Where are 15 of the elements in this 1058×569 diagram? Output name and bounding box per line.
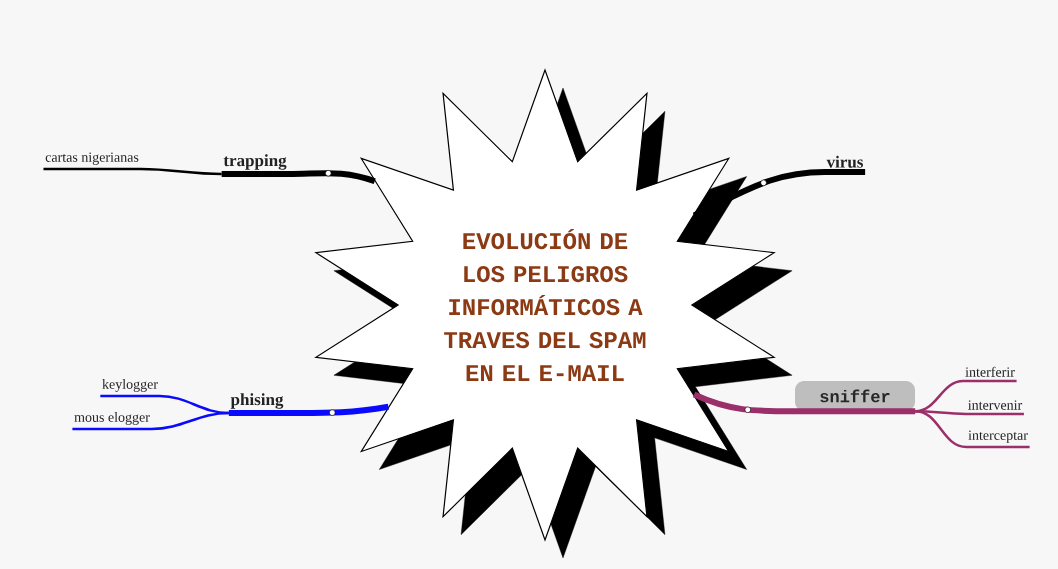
branch-line (100, 394, 229, 415)
leaf-label: intervenir (968, 400, 1023, 410)
branch-line (915, 409, 1030, 449)
leaf-label: interceptar (968, 430, 1028, 443)
branch-line (43, 167, 222, 176)
branch-label: trapping (223, 154, 287, 170)
branch-line (221, 170, 376, 185)
leaf-label: mous elogger (74, 412, 150, 425)
leaf-label: cartas nigerianas (45, 152, 139, 165)
leaf-label: keylogger (102, 379, 158, 392)
leaf-label: interferir (965, 366, 1015, 377)
branch-label: phising (230, 393, 284, 409)
branch-line (228, 403, 389, 416)
branch-label: virus (826, 155, 863, 168)
branch-line (72, 411, 229, 431)
